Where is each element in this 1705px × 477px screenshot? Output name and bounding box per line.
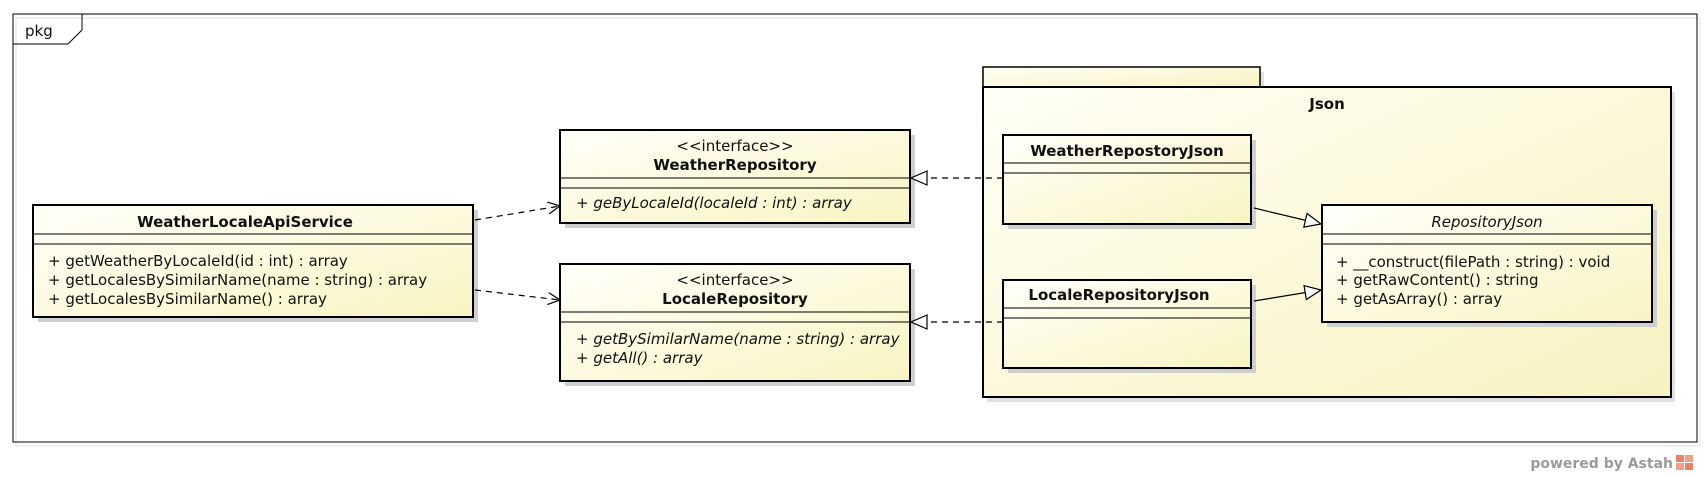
- generalization-arrow-locale-json: [1253, 290, 1321, 302]
- operation: + getLocalesBySimilarName(name : string)…: [48, 271, 427, 289]
- class-weather-repository-json[interactable]: WeatherRepostoryJson: [1002, 134, 1256, 229]
- class-name: WeatherRepository: [653, 156, 816, 174]
- astah-logo-icon: [1676, 455, 1693, 470]
- astah-watermark: powered by Astah: [1530, 455, 1693, 472]
- frame-label: pkg: [25, 22, 53, 40]
- package-json-name: Json: [1308, 95, 1345, 113]
- stereotype: <<interface>>: [676, 137, 793, 155]
- class-locale-repository-json[interactable]: LocaleRepositoryJson: [1002, 279, 1256, 373]
- operation: + getRawContent() : string: [1336, 271, 1539, 289]
- class-weather-locale-api-service[interactable]: WeatherLocaleApiService + getWeatherByLo…: [32, 204, 478, 322]
- class-repository-json[interactable]: RepositoryJson + __construct(filePath : …: [1321, 204, 1657, 327]
- class-name: RepositoryJson: [1431, 213, 1542, 231]
- pkg-frame: pkg: [12, 13, 1701, 447]
- stereotype: <<interface>>: [676, 271, 793, 289]
- dependency-arrow-to-locale-repository: [474, 289, 560, 300]
- class-name: WeatherLocaleApiService: [137, 213, 353, 231]
- operation: + geByLocaleId(localeId : int) : array: [576, 194, 853, 212]
- operation: + getLocalesBySimilarName() : array: [48, 290, 327, 308]
- operation: + getWeatherByLocaleId(id : int) : array: [48, 252, 348, 270]
- interface-weather-repository[interactable]: <<interface>> WeatherRepository + geByLo…: [559, 129, 915, 228]
- operation: + getAsArray() : array: [1336, 290, 1502, 308]
- watermark-text: powered by Astah: [1530, 456, 1673, 472]
- class-name: WeatherRepostoryJson: [1030, 142, 1224, 160]
- generalization-arrow-weather-json: [1253, 207, 1321, 224]
- dependency-arrow-to-weather-repository: [474, 206, 560, 221]
- operation: + __construct(filePath : string) : void: [1336, 253, 1610, 272]
- operation: + getBySimilarName(name : string) : arra…: [576, 330, 901, 348]
- operation: + getAll() : array: [576, 349, 704, 367]
- class-name: LocaleRepositoryJson: [1028, 286, 1209, 304]
- class-name: LocaleRepository: [662, 290, 808, 308]
- interface-locale-repository[interactable]: <<interface>> LocaleRepository + getBySi…: [559, 263, 915, 386]
